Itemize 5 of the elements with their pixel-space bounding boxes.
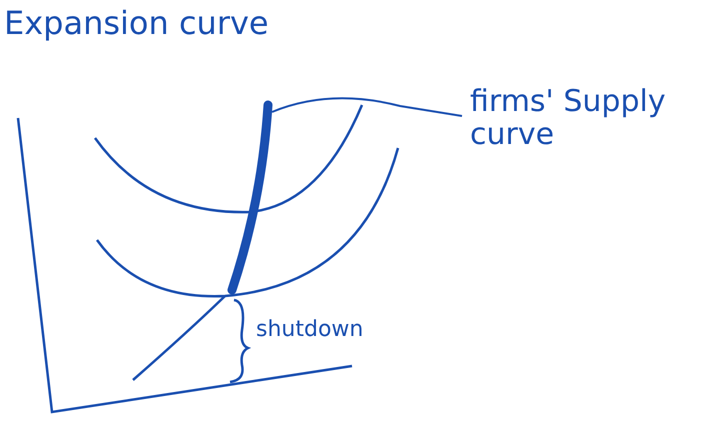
supply-curve [228,100,272,294]
callout-label: firms' Supply curve [470,85,700,151]
shutdown-label: shutdown [256,318,364,342]
diagram-title: Expansion curve [4,6,269,42]
leader-line [272,97,462,117]
